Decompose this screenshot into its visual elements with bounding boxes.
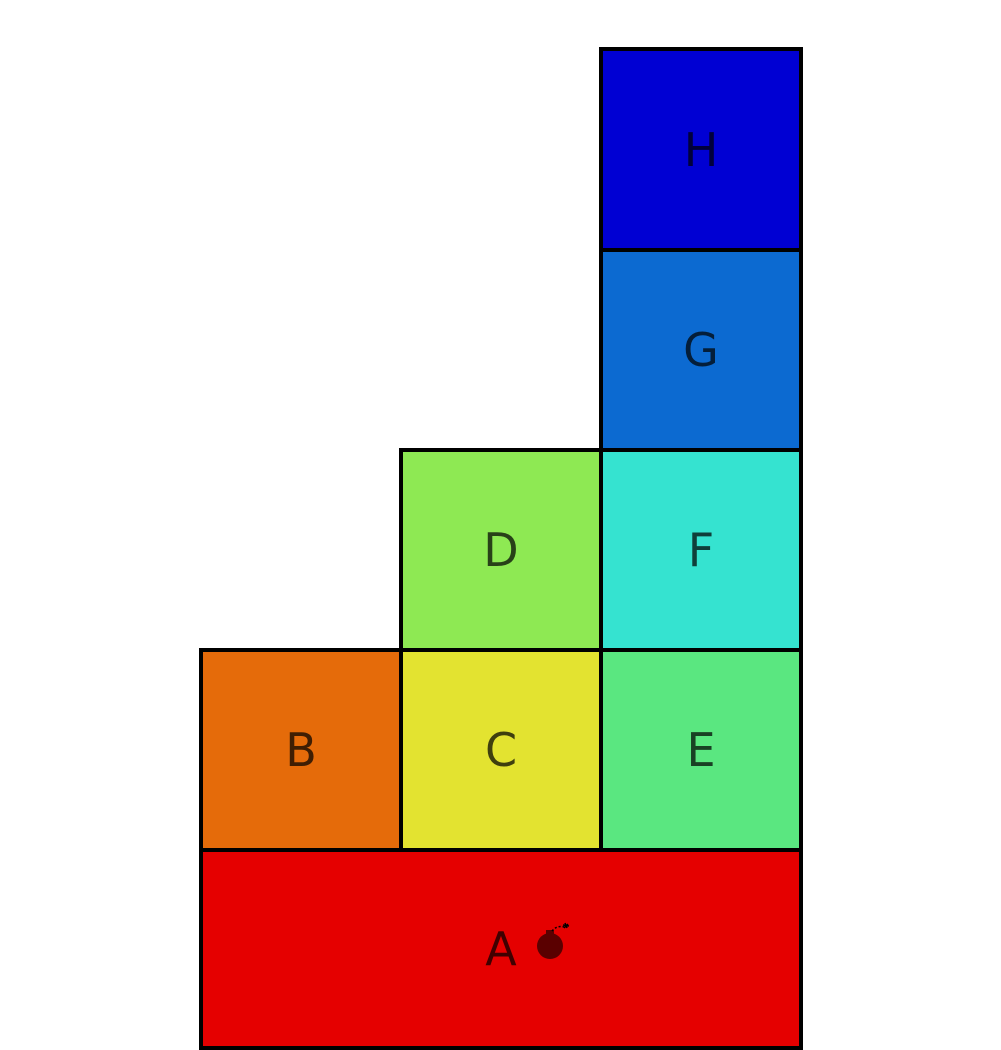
block-c[interactable]: C: [399, 648, 603, 852]
block-label-g: G: [683, 323, 719, 377]
block-label-h: H: [683, 122, 719, 177]
block-d[interactable]: D: [399, 448, 603, 652]
block-label-a: A: [485, 922, 517, 976]
block-label-f: F: [687, 523, 715, 577]
block-label-c: C: [484, 723, 518, 777]
block-a[interactable]: A: [199, 848, 803, 1050]
block-b[interactable]: B: [199, 648, 403, 852]
block-label-b: B: [285, 723, 317, 777]
block-e[interactable]: E: [599, 648, 803, 852]
block-label-d: D: [483, 523, 519, 577]
block-g[interactable]: G: [599, 248, 803, 452]
block-h[interactable]: H: [599, 47, 803, 252]
block-a-content: A: [485, 922, 570, 976]
block-label-e: E: [686, 723, 716, 777]
bomb-icon: [537, 922, 570, 959]
block-f[interactable]: F: [599, 448, 803, 652]
